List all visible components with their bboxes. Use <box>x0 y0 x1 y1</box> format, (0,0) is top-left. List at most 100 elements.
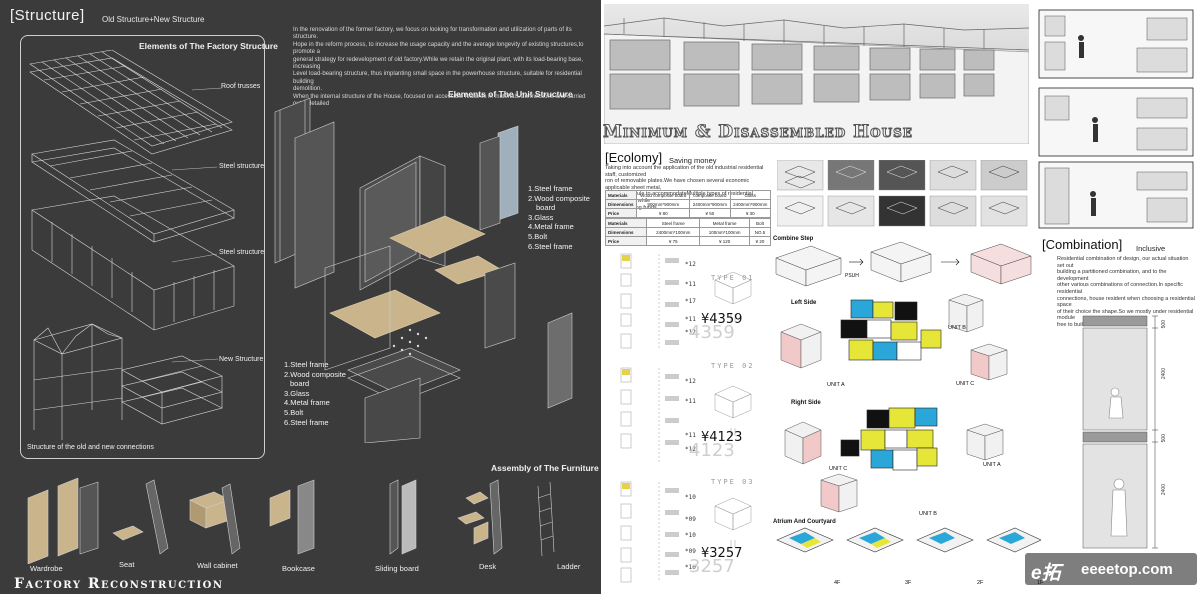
intro-line: In the renovation of the former factory,… <box>293 27 572 41</box>
table-cell: composite board <box>689 190 731 200</box>
furniture-label: Bookcase <box>282 564 315 573</box>
module-renders <box>776 159 1029 230</box>
furniture-label: Wardrobe <box>30 564 63 573</box>
table-cell: Materials <box>604 190 638 200</box>
table-cell: Glass <box>729 190 772 200</box>
table-cell: Price <box>604 236 648 246</box>
watermark-site: eeeetop.com <box>1081 561 1173 578</box>
type-02-qty: *11 <box>685 432 696 439</box>
ecology-title: [Ecolomy] <box>605 150 663 165</box>
watermark-logo: e拓 <box>1031 563 1061 584</box>
interior-sections <box>1038 9 1194 229</box>
type-01-price: ¥4359 <box>701 312 743 327</box>
house-panel: Minimum & Disassembled House [Ecolomy] S… <box>601 0 1200 594</box>
label-steel-structure: Steel structure <box>219 163 265 170</box>
unit-list-item: 6.Steel frame <box>528 241 573 251</box>
type-01-qty: *11 <box>685 316 696 323</box>
unit-label: UNIT C <box>956 381 975 387</box>
table-cell: Metal frame <box>699 218 750 228</box>
intro-line: Level load-bearing structure, thus impla… <box>293 71 582 85</box>
unit-label: UNIT A <box>827 382 845 388</box>
table-cell: 2400mm*900mm <box>729 199 772 209</box>
table-cell: Price <box>604 208 638 218</box>
unit-list-item: 1.Steel frame <box>528 184 573 193</box>
intro-line: general strategy for redevelopment of ol… <box>293 56 584 71</box>
furniture-title: Assembly of The Furniture <box>491 463 599 473</box>
table-cell: ¥ 50 <box>689 208 731 218</box>
materials-table-1: Materials Wood composite board composite… <box>604 190 772 218</box>
intro-line: Hope in the reform process, to increase … <box>293 41 584 56</box>
type-02-price-ghost: 4123 <box>689 440 735 461</box>
unit-list-item: 6.Steel frame <box>284 417 329 427</box>
combination-line: building a partitioned combination, and … <box>1057 269 1167 282</box>
combine-step-label: Combine Step <box>773 236 814 242</box>
module-renders-drawing <box>776 159 1028 227</box>
hero-title: Minimum & Disassembled House <box>603 122 913 143</box>
table-cell: Dimensions <box>604 199 638 209</box>
unit-list-item: 2.Wood composite <box>528 193 590 203</box>
type-01-qty: *17 <box>685 298 696 305</box>
structure-subtitle: Old Structure+New Structure <box>102 15 205 24</box>
unit-list-bottom: 1.Steel frame 2.Wood composite board 3.G… <box>284 360 346 427</box>
type-03-price: ¥3257 <box>701 546 743 561</box>
watermark: e拓 eeeetop.com <box>1025 553 1197 585</box>
table-row: Price ¥ 75 ¥ 120 ¥ 20 <box>604 236 771 246</box>
table-cell: ¥ 80 <box>636 208 691 218</box>
dimension-label: 500 <box>1161 434 1167 443</box>
unit-list-item: 3.Glass <box>528 212 554 222</box>
unit-list-item: board <box>536 203 556 213</box>
furniture-label: Desk <box>479 562 497 571</box>
intro-line: When the internal structure of the House… <box>293 93 586 108</box>
intro-line: demolition. <box>293 86 323 93</box>
furniture-drawings <box>27 478 555 564</box>
unit-structure-drawing <box>274 98 573 443</box>
right-side-label: Right Side <box>791 400 821 406</box>
type-breakdown: TYPE 01 *12 *11 *17 *11 *12 ¥4359 4359 T… <box>615 250 765 590</box>
type-02-qty: *11 <box>685 398 696 405</box>
combination-diagrams <box>775 241 1041 553</box>
unit-structure-title: Elements of The Unit Structure <box>448 89 573 99</box>
type-01-qty: *11 <box>685 281 696 288</box>
table-row: Materials Wood composite board composite… <box>604 190 772 200</box>
furniture-label: Wall cabinet <box>197 561 238 570</box>
type-03-price-ghost: 3257 <box>689 556 735 577</box>
dimension-label: 2400 <box>1161 368 1167 380</box>
table-cell: 2400mm*900mm <box>689 199 731 209</box>
unit-list-item: 4.Metal frame <box>528 222 574 232</box>
floor-label: 4F <box>834 580 841 586</box>
ecology-line: Taking into account the application of t… <box>605 165 764 178</box>
unit-list-item: 4.Metal frame <box>284 398 330 408</box>
dimension-label: 500 <box>1161 320 1167 329</box>
combination-title: [Combination] <box>1042 237 1123 252</box>
type-breakdown-drawing <box>620 253 752 583</box>
type-02-qty: *12 <box>685 378 696 385</box>
table-row: Dimensions 2400mm*100mm 100mm*100mm NO.5 <box>604 227 771 237</box>
intro-text: In the renovation of the former factory,… <box>293 27 593 116</box>
combination-text: Residential combination of design, our a… <box>1057 256 1197 329</box>
type-01-qty: *12 <box>685 261 696 268</box>
factory-structure-title: Elements of The Factory Structure <box>139 41 278 51</box>
hero-render-drawing <box>604 17 1029 144</box>
combination-line: connections, house resident when choosin… <box>1057 295 1195 309</box>
type-03-qty: *09 <box>685 548 696 555</box>
type-03-qty: *09 <box>685 516 696 523</box>
type-01-label: TYPE 01 <box>711 274 755 282</box>
materials-table-2: Materials Steel frame Metal frame Bolt D… <box>604 218 771 246</box>
label-roof-trusses: Roof trusses <box>221 83 261 90</box>
table-cell: Steel frame <box>646 218 701 228</box>
type-03-qty: *10 <box>685 532 696 539</box>
type-01-price-ghost: 4359 <box>689 322 735 343</box>
table-cell: ¥ 75 <box>646 236 701 246</box>
table-cell: Materials <box>604 218 648 228</box>
table-cell: Wood composite board <box>636 190 691 200</box>
unit-label: UNIT B <box>919 511 937 517</box>
unit-list-item: board <box>290 379 310 389</box>
connection-caption: Structure of the old and new connections <box>27 444 154 451</box>
table-cell: ¥ 30 <box>729 208 772 218</box>
table-row: Materials Steel frame Metal frame Bolt <box>604 218 771 228</box>
unit-list-item: 5.Bolt <box>528 231 548 241</box>
table-cell: 100mm*100mm <box>699 227 750 237</box>
unit-label: UNIT C <box>829 466 848 472</box>
unit-label: UNIT B <box>948 325 966 331</box>
